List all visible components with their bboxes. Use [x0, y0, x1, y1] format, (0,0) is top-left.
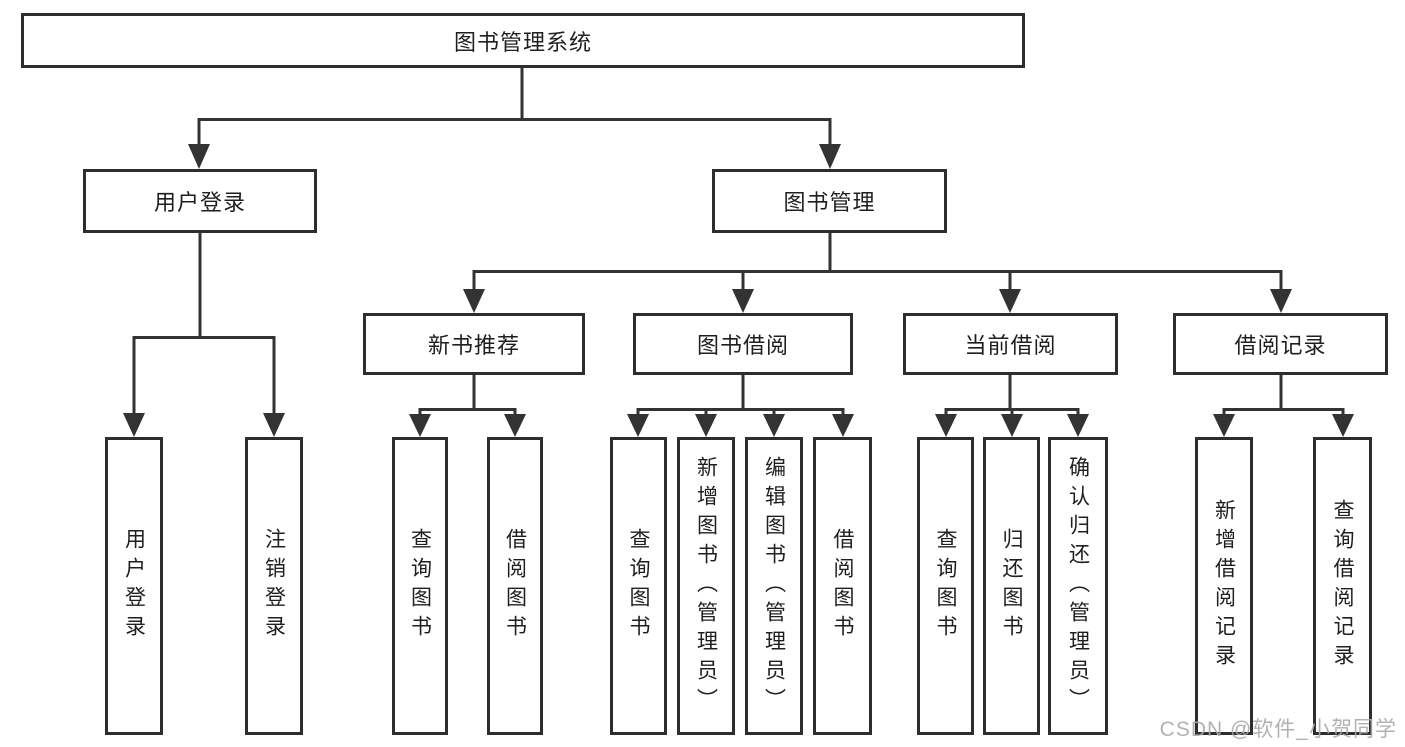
leaf-borrow-borrow-books-label: 借阅图书: [831, 528, 854, 644]
leaf-return-books: 归还图书: [983, 437, 1040, 735]
leaf-current-query-books-label: 查询图书: [934, 528, 957, 644]
node-root: 图书管理系统: [21, 13, 1025, 68]
arrowhead-down: [627, 414, 649, 437]
arrowhead-down: [1270, 289, 1292, 313]
node-user-login-label: 用户登录: [153, 190, 246, 215]
node-current-borrow-label: 当前借阅: [964, 333, 1057, 358]
node-book-management-label: 图书管理: [783, 190, 876, 215]
node-borrow-record: 借阅记录: [1173, 313, 1388, 375]
leaf-recommend-borrow-books: 借阅图书: [487, 437, 543, 735]
leaf-query-borrow-record: 查询借阅记录: [1313, 437, 1372, 735]
leaf-current-query-books: 查询图书: [917, 437, 974, 735]
leaf-user-login-label: 用户登录: [122, 528, 146, 644]
leaf-recommend-borrow-books-label: 借阅图书: [503, 528, 527, 644]
arrowhead-down: [732, 289, 754, 313]
leaf-query-borrow-record-label: 查询借阅记录: [1331, 499, 1354, 673]
node-current-borrow: 当前借阅: [903, 313, 1118, 375]
watermark: CSDN @软件_小贺同学: [1159, 718, 1397, 741]
node-book-borrow: 图书借阅: [633, 313, 853, 375]
leaf-return-books-label: 归还图书: [1000, 528, 1023, 644]
arrowhead-down: [409, 414, 431, 437]
arrowhead-down: [1332, 414, 1354, 437]
arrowhead-down: [263, 413, 285, 437]
arrowhead-down: [463, 289, 485, 313]
arrowhead-down: [504, 414, 526, 437]
node-new-book-recommend: 新书推荐: [363, 313, 585, 375]
leaf-recommend-query-books: 查询图书: [392, 437, 448, 735]
leaf-logout: 注销登录: [245, 437, 303, 735]
arrowhead-down: [123, 413, 145, 437]
arrowhead-down: [819, 144, 841, 169]
leaf-user-login: 用户登录: [105, 437, 163, 735]
leaf-add-borrow-record: 新增借阅记录: [1195, 437, 1253, 735]
leaf-add-borrow-record-label: 新增借阅记录: [1212, 499, 1236, 673]
leaf-confirm-return-admin-label: 确认归还（管理员）: [1066, 455, 1090, 717]
node-book-management: 图书管理: [712, 169, 947, 233]
leaf-recommend-query-books-label: 查询图书: [408, 528, 432, 644]
leaf-logout-label: 注销登录: [262, 528, 286, 644]
arrowhead-down: [763, 414, 785, 437]
arrowhead-down: [1213, 414, 1235, 437]
leaf-borrow-query-books-label: 查询图书: [627, 528, 650, 644]
leaf-add-books-admin-label: 新增图书（管理员）: [694, 455, 718, 717]
node-borrow-record-label: 借阅记录: [1234, 333, 1327, 358]
arrowhead-down: [999, 289, 1021, 313]
leaf-confirm-return-admin: 确认归还（管理员）: [1048, 437, 1108, 735]
leaf-borrow-query-books: 查询图书: [610, 437, 667, 735]
arrowhead-down: [1001, 414, 1023, 437]
leaf-edit-books-admin: 编辑图书（管理员）: [745, 437, 803, 735]
arrowhead-down: [188, 144, 210, 169]
node-user-login: 用户登录: [83, 169, 317, 233]
arrowhead-down: [695, 414, 717, 437]
arrowhead-down: [935, 414, 957, 437]
node-new-book-recommend-label: 新书推荐: [427, 333, 520, 358]
leaf-edit-books-admin-label: 编辑图书（管理员）: [762, 455, 786, 717]
leaf-borrow-borrow-books: 借阅图书: [813, 437, 872, 735]
arrowhead-down: [1067, 414, 1089, 437]
leaf-add-books-admin: 新增图书（管理员）: [677, 437, 735, 735]
node-root-label: 图书管理系统: [453, 29, 592, 55]
arrowhead-down: [832, 414, 854, 437]
node-book-borrow-label: 图书借阅: [696, 333, 789, 358]
